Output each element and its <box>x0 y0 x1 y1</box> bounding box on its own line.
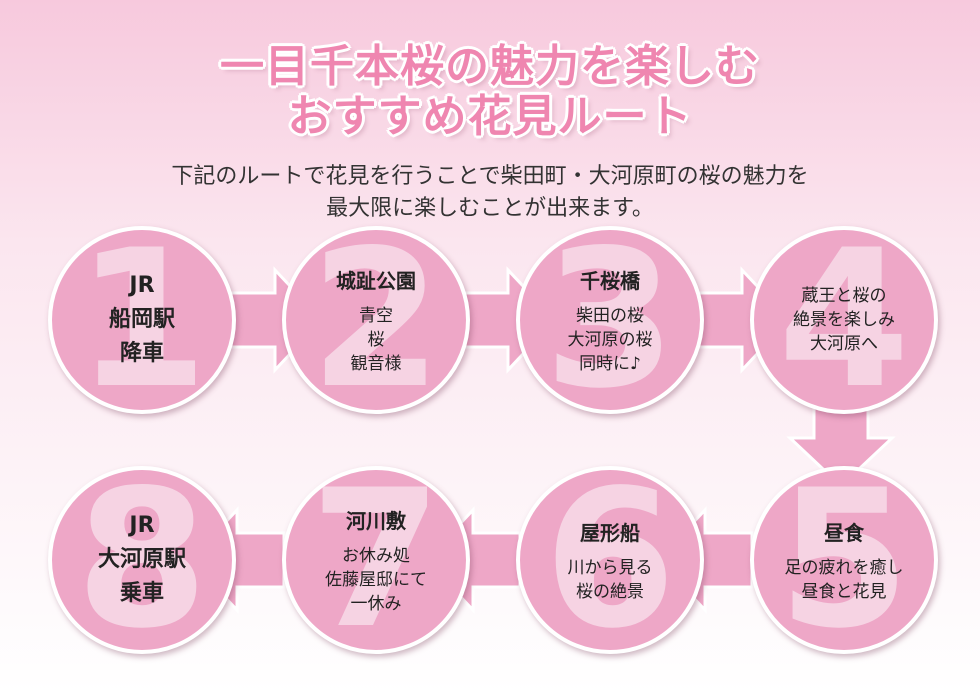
step-detail-line: 同時に♪ <box>579 353 641 374</box>
step-number: 8 <box>75 466 209 654</box>
step-heading: 城趾公園 <box>336 268 416 293</box>
step-text: 千桜橋柴田の桜大河原の桜同時に♪ <box>520 230 700 410</box>
step-heading: 千桜橋 <box>580 268 640 293</box>
step-line: 大河原駅 <box>97 547 186 572</box>
step-text: 河川敷お休み処佐藤屋邸にて一休み <box>286 470 466 650</box>
step-detail-line: 桜の絶景 <box>576 581 644 602</box>
step-line: 絶景を楽しみ <box>793 310 895 330</box>
step-detail-line: 川から見る <box>567 557 653 578</box>
description-line-1: 下記のルートで花見を行うことで柴田町・大河原町の桜の魅力を <box>171 164 809 189</box>
step-number: 1 <box>75 226 209 414</box>
step-heading: 昼食 <box>824 520 864 545</box>
step-detail-line: 青空 <box>359 305 393 326</box>
step-detail-line: 観音様 <box>350 353 402 374</box>
step-line: 船岡駅 <box>108 307 175 332</box>
step-line: JR <box>129 513 155 538</box>
step-detail-line: 昼食と花見 <box>801 581 887 602</box>
step-line: 乗車 <box>119 581 164 606</box>
step-line: 降車 <box>119 341 164 366</box>
step-heading: 河川敷 <box>346 508 406 533</box>
step-number: 4 <box>777 226 911 414</box>
step-text: JR 船岡駅降車 <box>52 230 232 410</box>
step-line: 大河原へ <box>810 334 878 354</box>
step-detail-line: お休み処 <box>342 545 410 566</box>
step-detail-line: 一休み <box>350 593 402 614</box>
description-line-2: 最大限に楽しむことが出来ます。 <box>326 196 654 221</box>
step-detail-line: 柴田の桜 <box>576 305 644 326</box>
step-number: 5 <box>777 466 911 654</box>
step-text: 蔵王と桜の絶景を楽しみ大河原へ <box>754 230 934 410</box>
title-line-2: おすすめ花見ルート <box>287 91 693 142</box>
step-detail-line: 足の疲れを癒し <box>784 557 904 578</box>
step-line: JR <box>129 273 155 298</box>
step-detail-line: 桜 <box>367 329 385 350</box>
step-text: 城趾公園青空桜観音様 <box>286 230 466 410</box>
step-text: 昼食足の疲れを癒し昼食と花見 <box>754 470 934 650</box>
step-number: 2 <box>309 226 443 414</box>
step-text: 屋形船川から見る桜の絶景 <box>520 470 700 650</box>
step-number: 7 <box>309 466 443 654</box>
step-number: 3 <box>543 226 677 414</box>
step-text: JR 大河原駅乗車 <box>52 470 232 650</box>
step-detail-line: 佐藤屋邸にて <box>325 569 427 590</box>
step-heading: 屋形船 <box>580 520 640 545</box>
step-detail-line: 大河原の桜 <box>567 329 653 350</box>
title-line-1: 一目千本桜の魅力を楽しむ <box>220 41 760 92</box>
step-line: 蔵王と桜の <box>801 286 887 306</box>
step-number: 6 <box>543 466 677 654</box>
